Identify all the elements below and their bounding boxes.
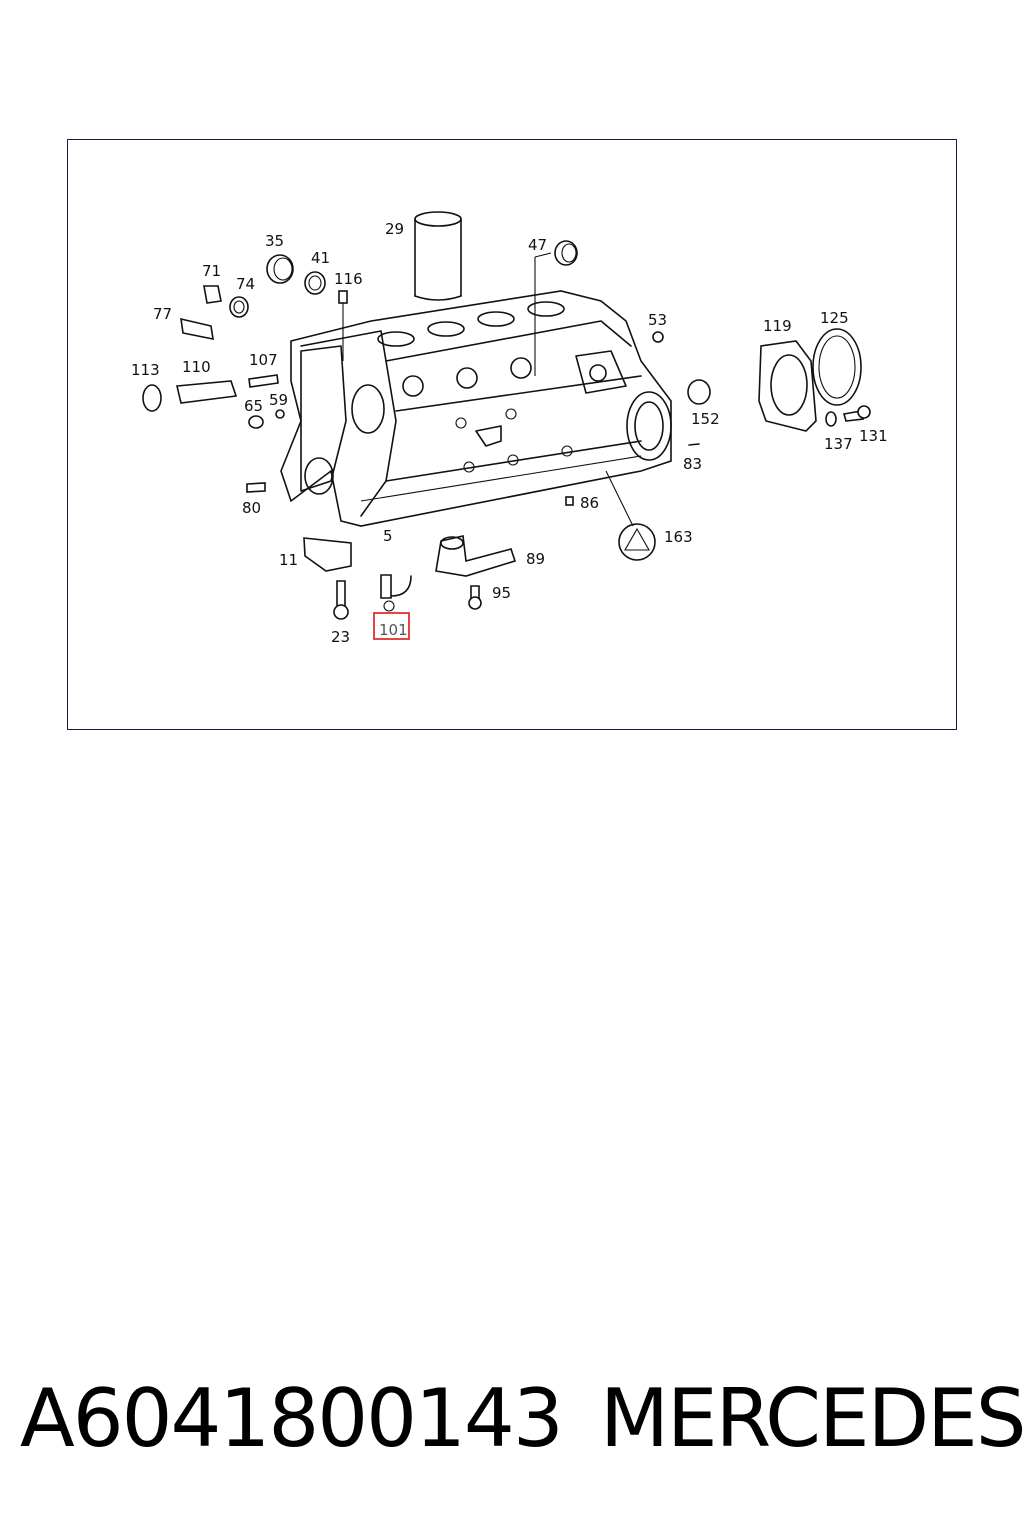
part-labels: 29 35 41 47 71 74 116 77 53 119 125 113 … [131,220,888,646]
highlight-box-101[interactable] [373,612,410,640]
label-86: 86 [580,494,599,512]
label-35: 35 [265,232,284,250]
part-41 [304,271,326,295]
label-53: 53 [648,311,667,329]
label-113: 113 [131,361,160,379]
label-11: 11 [279,551,298,569]
part-137 [825,411,837,427]
label-80: 80 [242,499,261,517]
label-83: 83 [683,455,702,473]
part-number: A6041800143 [20,1372,564,1465]
part-116 [338,290,348,304]
engine-block [280,290,672,527]
label-41: 41 [311,249,330,267]
label-119: 119 [763,317,792,335]
label-74: 74 [236,275,255,293]
label-125: 125 [820,309,849,327]
label-5: 5 [383,527,393,545]
part-11 [303,537,352,572]
part-86 [565,496,574,506]
part-95 [468,585,482,610]
brand-name: MERCEDES [600,1372,1024,1465]
part-35 [266,254,294,284]
label-101-highlighted[interactable]: 101 [379,621,408,639]
footer: A6041800143 MERCEDES [20,1372,1024,1465]
part-65 [248,415,264,429]
label-131: 131 [859,427,888,445]
part-152 [687,379,711,405]
label-110: 110 [182,358,211,376]
label-89: 89 [526,550,545,568]
part-29-liner [414,211,462,301]
part-125 [812,328,862,406]
label-65: 65 [244,397,263,415]
label-95: 95 [492,584,511,602]
part-77 [180,317,214,341]
label-71: 71 [202,262,221,280]
label-77: 77 [153,305,172,323]
diagram-frame: 29 35 41 47 71 74 116 77 53 119 125 113 … [67,139,957,730]
part-53 [652,331,664,343]
part-101 [380,574,412,612]
part-89 [435,535,517,577]
part-113 [142,384,162,412]
label-59: 59 [269,391,288,409]
part-131 [842,405,871,422]
part-83 [688,443,700,446]
part-119 [758,340,817,432]
label-23: 23 [331,628,350,646]
label-107: 107 [249,351,278,369]
part-110 [176,380,238,404]
part-107 [248,374,279,388]
part-23 [333,580,349,620]
label-47: 47 [528,236,547,254]
engine-block-diagram: 29 35 41 47 71 74 116 77 53 119 125 113 … [131,211,888,646]
part-59 [275,409,285,419]
part-80 [246,482,266,493]
part-74 [229,296,249,318]
label-137: 137 [824,435,853,453]
part-71 [203,285,222,304]
part-47 [554,240,578,266]
label-29: 29 [385,220,404,238]
part-163 [618,523,656,561]
label-163: 163 [664,528,693,546]
leader-lines [342,252,634,527]
label-152: 152 [691,410,720,428]
label-116: 116 [334,270,363,288]
